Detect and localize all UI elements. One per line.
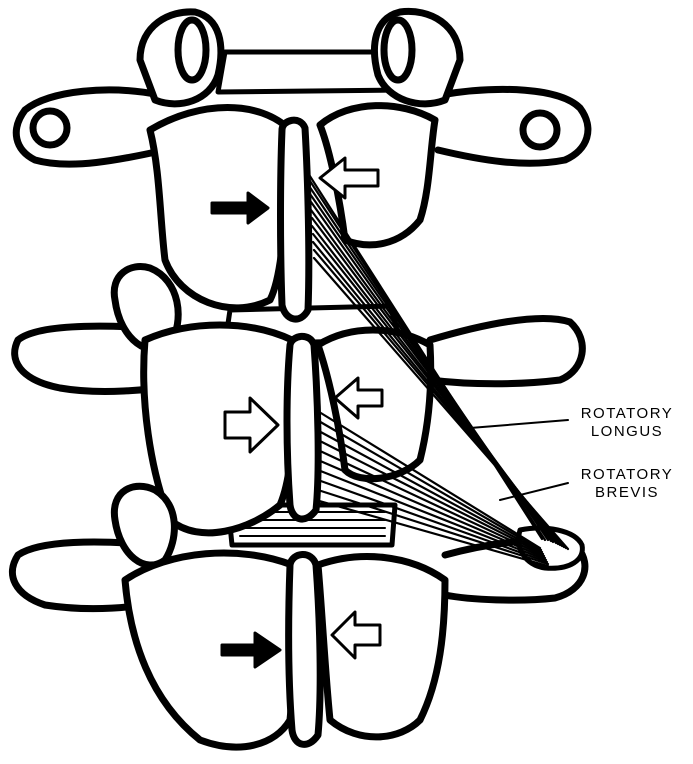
label-rotatory-longus-line1: ROTATORY	[566, 405, 688, 423]
transverse-process-top-right	[438, 89, 588, 163]
label-rotatory-brevis-line1: ROTATORY	[566, 466, 688, 484]
transverse-process-middle-right	[430, 318, 582, 383]
spinous-process-bottom	[289, 554, 320, 744]
lamina-bottom-right	[318, 557, 445, 737]
spinous-process-middle	[287, 336, 318, 519]
transverse-process-top-left	[16, 90, 165, 164]
label-rotatory-longus-line2: LONGUS	[566, 423, 688, 441]
label-rotatory-longus: ROTATORY LONGUS	[566, 405, 688, 441]
label-rotatory-brevis-line2: BREVIS	[566, 484, 688, 502]
leader-line-longus	[470, 420, 568, 428]
spinous-process-top	[281, 120, 309, 319]
label-rotatory-brevis: ROTATORY BREVIS	[566, 466, 688, 502]
